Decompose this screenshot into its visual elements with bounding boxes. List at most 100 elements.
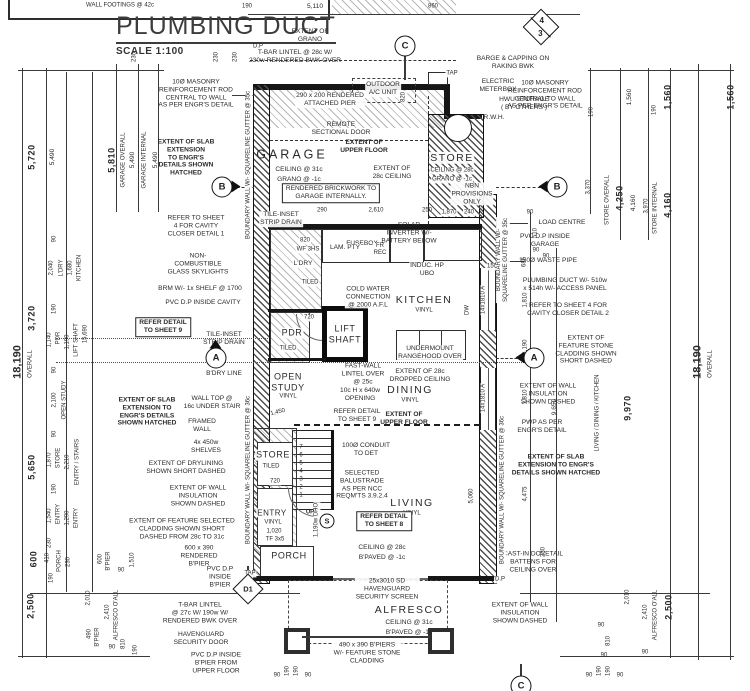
stairs-up-label: UP	[305, 509, 315, 516]
dim-90-bc2: 90	[304, 672, 312, 679]
dim-18190-l: 18,190	[11, 345, 24, 379]
room-store-top-ceiling: CEILING @ 28c	[429, 167, 475, 175]
room-open-study: OPEN STUDY	[270, 371, 306, 393]
room-store-top: STORE	[429, 151, 475, 165]
dim-190-c: 190	[48, 572, 55, 584]
room-dining: DINING	[387, 383, 433, 396]
room-kitchen-vinyl: VINYL	[415, 307, 433, 314]
note-tile-inset-garage: TILE-INSET STRIP DRAIN	[259, 211, 303, 227]
alfresco-pier-left	[284, 628, 310, 654]
dim-line	[730, 64, 731, 660]
dim-190-bc3: 190	[596, 665, 603, 677]
dim-3720: 3,720	[26, 305, 37, 331]
dim-90-r2: 90	[532, 247, 540, 254]
marker-b-right-leader	[496, 187, 546, 188]
dim-line	[560, 656, 734, 657]
bottom-wall-right	[428, 576, 495, 581]
dim-line	[620, 68, 621, 240]
dim-15690: 15,690	[82, 324, 89, 344]
note-refer-sheet8-box: REFER DETAIL TO SHEET 8	[356, 511, 412, 531]
note-refer-sheet4-left: REFER TO SHEET 4 FOR CAVITY CLOSER DETAI…	[167, 214, 225, 237]
dim-720-store: 720	[268, 478, 282, 486]
dim-18190-r: 18,190	[691, 345, 704, 379]
dim-overall-r: OVERALL	[707, 350, 714, 378]
note-solar-inverter: SOLAR INVERTER W/- BATTERY BELOW	[381, 221, 437, 244]
note-shelves: 4x 450w SHELVES	[191, 439, 221, 454]
dim-entry-lab-b: ENTRY	[73, 507, 80, 529]
dim-190-tr: 190	[588, 106, 595, 118]
wall-boundary-right-bot: BOUNDARY WALL W/- SQUARELINE GUTTER @ 36…	[499, 414, 507, 566]
dim-store-internal-lab: STORE INTERNAL	[652, 182, 659, 234]
dim-line	[520, 593, 710, 594]
note-extent-upper-floor-mid: EXTENT OF UPPER FLOOR	[380, 411, 428, 426]
marker-b: B	[211, 176, 241, 198]
dim-line	[138, 64, 139, 212]
room-garage-grano: GRANO @ -1c	[277, 176, 321, 184]
stair-tread-2: 2	[299, 484, 303, 491]
win-1810-a: 14x1810 A	[480, 284, 488, 316]
dim-90-bc1: 90	[273, 672, 281, 679]
dim-230-a: 230	[131, 51, 138, 63]
dim-90-bc4: 90	[616, 672, 624, 679]
island-divider	[419, 330, 420, 358]
note-bpiers-490: 490 x 390 B'PIERS W/- FEATURE STONE CLAD…	[332, 641, 402, 665]
note-attached-pier: 290 x 200 RENDERED ATTACHED PIER	[295, 92, 365, 108]
note-cast-in-dovetail: CAST-IN DOVETAIL BATTENS FOR CEILING OVE…	[503, 550, 563, 573]
room-garage: GARAGE	[256, 147, 328, 162]
dim-line	[588, 70, 734, 71]
note-refer-sheet9-box: REFER DETAIL TO SHEET 9	[135, 317, 191, 337]
note-fr-rec: FR REC	[372, 242, 388, 258]
dim-1810-a: 1,810	[522, 292, 529, 308]
note-tbar-lintel-bot: T-BAR LINTEL @ 27c W/ 190w W/ RENDERED B…	[162, 601, 238, 624]
marker-c-stem	[404, 54, 406, 80]
stair-tread-7: 7	[299, 444, 303, 451]
note-extent-feature-stone: EXTENT OF FEATURE STONE CLADDING SHOWN S…	[555, 334, 617, 365]
room-dining-vinyl: VINYL	[401, 397, 419, 404]
dim-line	[18, 656, 150, 657]
note-dw: DW	[464, 304, 472, 316]
marker-num-bottom: 3	[538, 28, 543, 38]
dim-230-r: 230	[540, 546, 547, 558]
dim-3970: 3,970	[643, 198, 650, 214]
marker-c: C	[510, 675, 532, 691]
note-rendered-bpier: 600 x 390 RENDERED B'PIER	[180, 544, 218, 567]
dim-5060: 5,060	[468, 488, 475, 504]
note-dp-br: D.P	[493, 576, 507, 584]
room-lam-pty: LAM. PTY	[328, 244, 362, 252]
dim-410: 410	[44, 552, 51, 564]
upper-floor-dash-garage	[270, 140, 428, 141]
dim-garage-2610: 2,610	[368, 207, 384, 214]
note-extent-drylining: EXTENT OF DRYLINING SHOWN SHORT DASHED	[146, 460, 226, 475]
dim-90-a: 90	[51, 235, 58, 243]
dim-90-bc3: 90	[585, 672, 593, 679]
dim-685: 685	[521, 256, 528, 268]
room-lift-shaft: LIFT SHAFT	[327, 323, 363, 345]
dim-kitchen-lab: KITCHEN	[76, 254, 83, 282]
dim-810-r: 810	[605, 635, 612, 647]
dim-line	[18, 70, 164, 71]
room-ldry-tiled: TILED	[300, 279, 320, 287]
dim-510: 510	[532, 227, 539, 239]
wall-boundary-left-top: BOUNDARY WALL W/- SQUARELINE GUTTER @ 35…	[245, 89, 253, 241]
wall-footings-box	[8, 0, 330, 20]
dim-190-bc2: 190	[293, 665, 300, 677]
dim-garage-290: 290	[316, 207, 328, 214]
dim-90-d: 90	[117, 567, 125, 574]
drawing-title-block: PLUMBING DUCT SCALE 1:100	[116, 12, 336, 57]
dim-line	[92, 72, 93, 592]
mid-wall	[268, 358, 326, 361]
note-sd-screen: 25x3010 SD HAVENGUARD SECURITY SCREEN	[354, 577, 420, 601]
leader-waste-pipe	[498, 261, 524, 262]
dim-150: 150	[485, 263, 499, 271]
dim-190-bc4: 190	[605, 665, 612, 677]
note-wall-top-16c: WALL TOP @ 16c UNDER STAIR	[183, 395, 241, 410]
note-pvc-dp-garage: PVC D.P INSIDE GARAGE	[519, 233, 571, 248]
laundry-zone	[270, 229, 322, 313]
island-divider	[441, 330, 442, 358]
dim-90-r1: 90	[526, 209, 534, 216]
dim-5720: 5,720	[26, 144, 37, 170]
dim-90-b: 90	[51, 366, 58, 374]
section-arrow	[515, 351, 525, 364]
hwu-unit	[444, 114, 472, 142]
